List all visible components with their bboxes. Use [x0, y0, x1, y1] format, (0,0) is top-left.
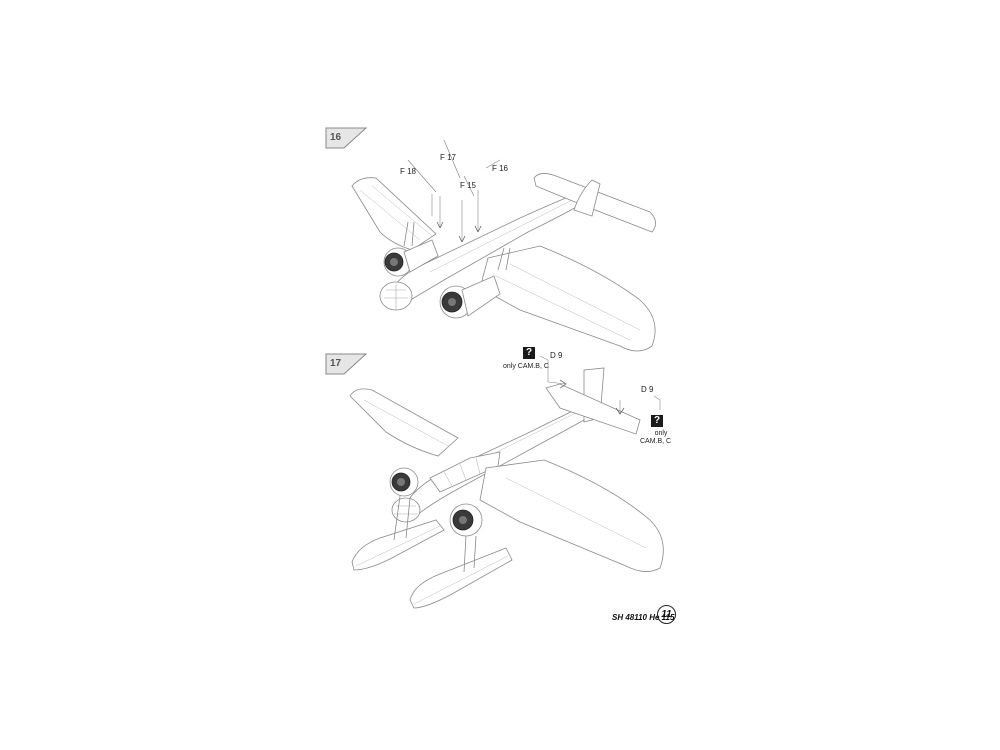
- step-16-aircraft: [351, 139, 656, 352]
- question-mark-icon: ?: [651, 415, 663, 427]
- part-label-d9-upper: D 9: [550, 351, 563, 360]
- part-label-f18: F 18: [400, 167, 417, 176]
- variant-note-upper: only CAM.B, C: [503, 363, 549, 370]
- part-label-f16: F 16: [492, 164, 509, 173]
- part-label-d9-lower: D 9: [641, 385, 654, 394]
- kit-code: SH 48110 He 115: [612, 613, 675, 622]
- part-label-f15: F 15: [460, 181, 477, 190]
- step-17-badge: [325, 353, 368, 375]
- question-mark-icon: ?: [523, 347, 535, 359]
- variant-note-lower-line2: CAM.B, C: [640, 438, 672, 445]
- step-17-number: 17: [330, 358, 342, 369]
- step-16-badge: [325, 127, 368, 149]
- variant-note-lower-line1: only: [654, 430, 668, 437]
- step-17-aircraft: [349, 355, 664, 609]
- page-number: 11: [657, 605, 676, 624]
- step-16-number: 16: [330, 132, 342, 143]
- part-label-f17: F 17: [440, 153, 457, 162]
